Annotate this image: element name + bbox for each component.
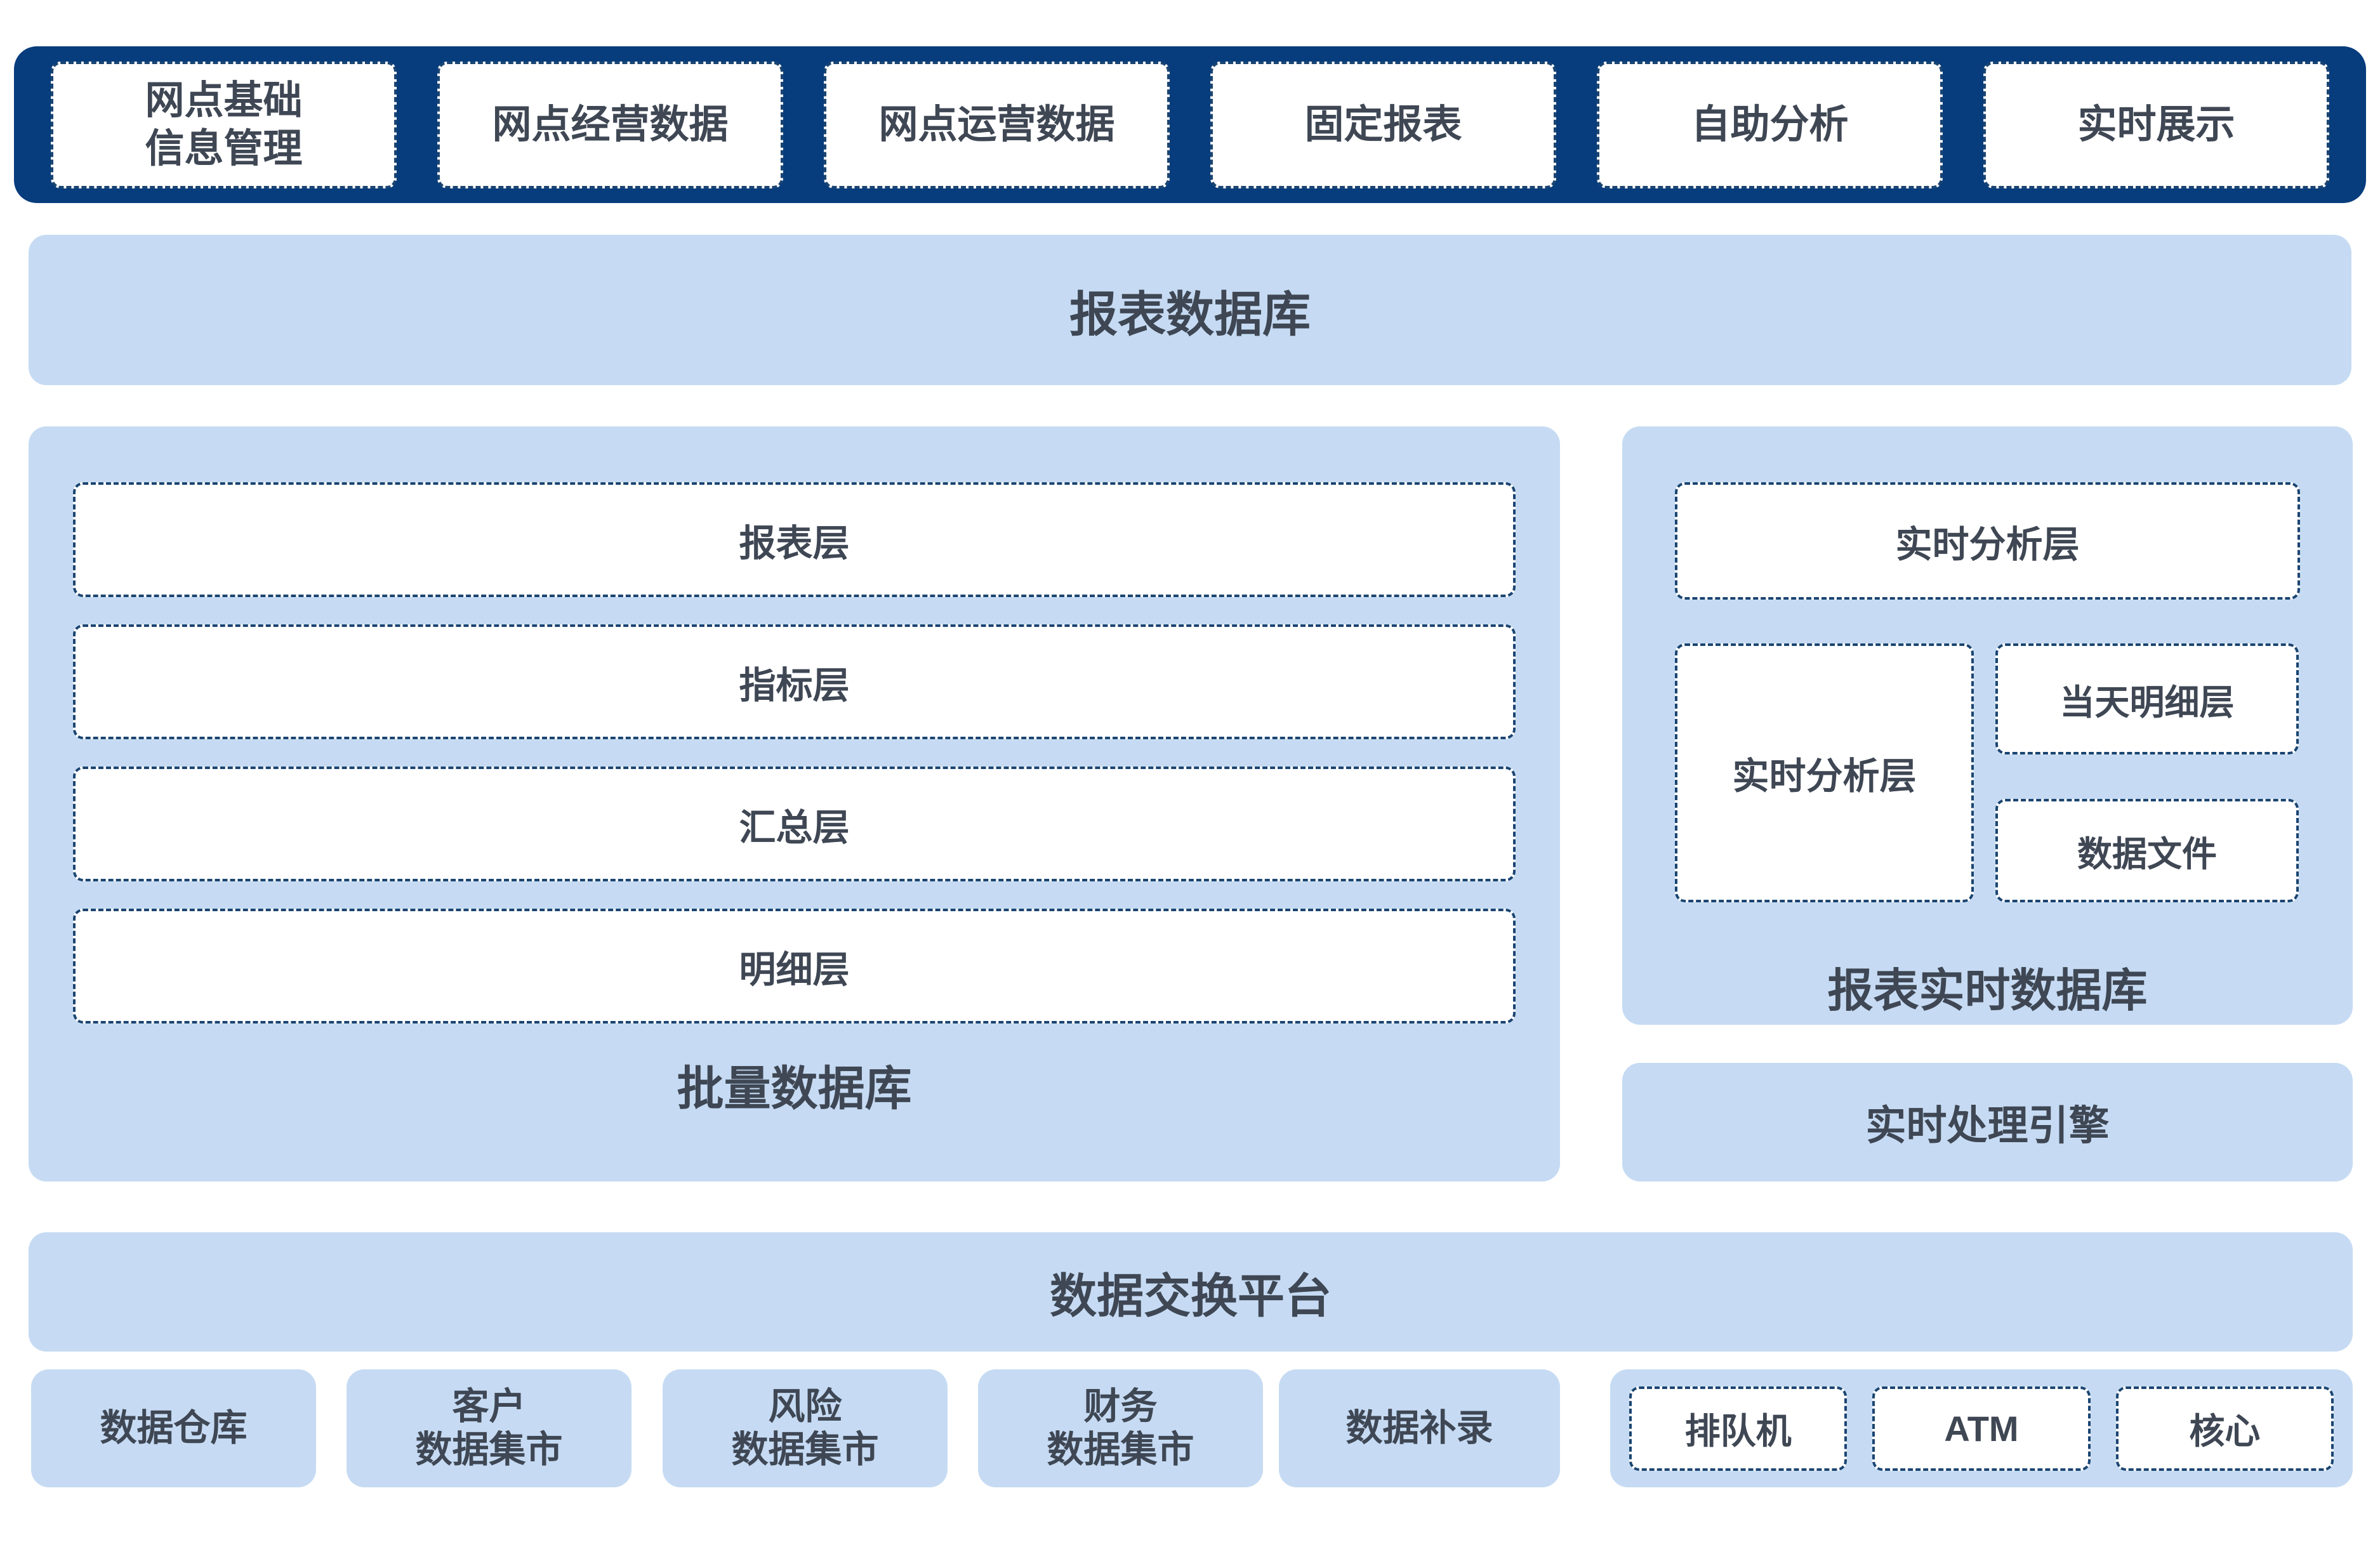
data-exchange-platform-bar: 数据交换平台 [29, 1232, 2353, 1352]
report-database-bar: 报表数据库 [29, 235, 2351, 385]
application-layer-bar: 网点基础 信息管理 网点经营数据 网点运营数据 固定报表 自助分析 实时展示 [14, 46, 2366, 203]
batch-layer-summary: 汇总层 [73, 767, 1516, 881]
data-file-box: 数据文件 [1995, 799, 2299, 902]
source-box-finance-data-mart: 财务 数据集市 [978, 1369, 1263, 1487]
app-box-branch-business-data: 网点经营数据 [437, 61, 783, 188]
batch-database-container: 报表层 指标层 汇总层 明细层 批量数据库 [29, 426, 1560, 1182]
channel-box-atm: ATM [1872, 1386, 2091, 1471]
source-box-customer-data-mart: 客户 数据集市 [347, 1369, 631, 1487]
realtime-analysis-layer-left: 实时分析层 [1675, 643, 1974, 902]
data-exchange-platform-title: 数据交换平台 [1050, 1269, 1332, 1322]
realtime-analysis-layer-top: 实时分析层 [1675, 482, 2300, 600]
channel-box-core: 核心 [2115, 1386, 2334, 1471]
batch-layer-indicator: 指标层 [73, 624, 1516, 739]
app-box-self-service-analysis: 自助分析 [1597, 61, 1943, 188]
app-box-branch-basic-info: 网点基础 信息管理 [51, 61, 397, 188]
channel-box-queue-machine: 排队机 [1629, 1386, 1848, 1471]
realtime-database-title: 报表实时数据库 [1827, 966, 2148, 1017]
realtime-engine-title: 实时处理引擎 [1865, 1102, 2110, 1149]
realtime-engine-bar: 实时处理引擎 [1622, 1063, 2353, 1182]
report-database-title: 报表数据库 [1069, 287, 1311, 342]
today-detail-layer-box: 当天明细层 [1995, 643, 2299, 754]
source-box-data-warehouse: 数据仓库 [31, 1369, 316, 1487]
app-box-realtime-display: 实时展示 [1983, 61, 2329, 188]
app-box-fixed-reports: 固定报表 [1210, 61, 1556, 188]
source-box-risk-data-mart: 风险 数据集市 [663, 1369, 948, 1487]
batch-database-title: 批量数据库 [677, 1062, 912, 1115]
realtime-database-container: 实时分析层 实时分析层 当天明细层 数据文件 报表实时数据库 [1622, 426, 2353, 1025]
source-box-data-supplement: 数据补录 [1279, 1369, 1560, 1487]
channel-sources-container: 排队机 ATM 核心 [1610, 1369, 2353, 1487]
batch-layer-detail: 明细层 [73, 909, 1516, 1024]
app-box-branch-operation-data: 网点运营数据 [824, 61, 1170, 188]
batch-layer-report: 报表层 [73, 482, 1516, 597]
